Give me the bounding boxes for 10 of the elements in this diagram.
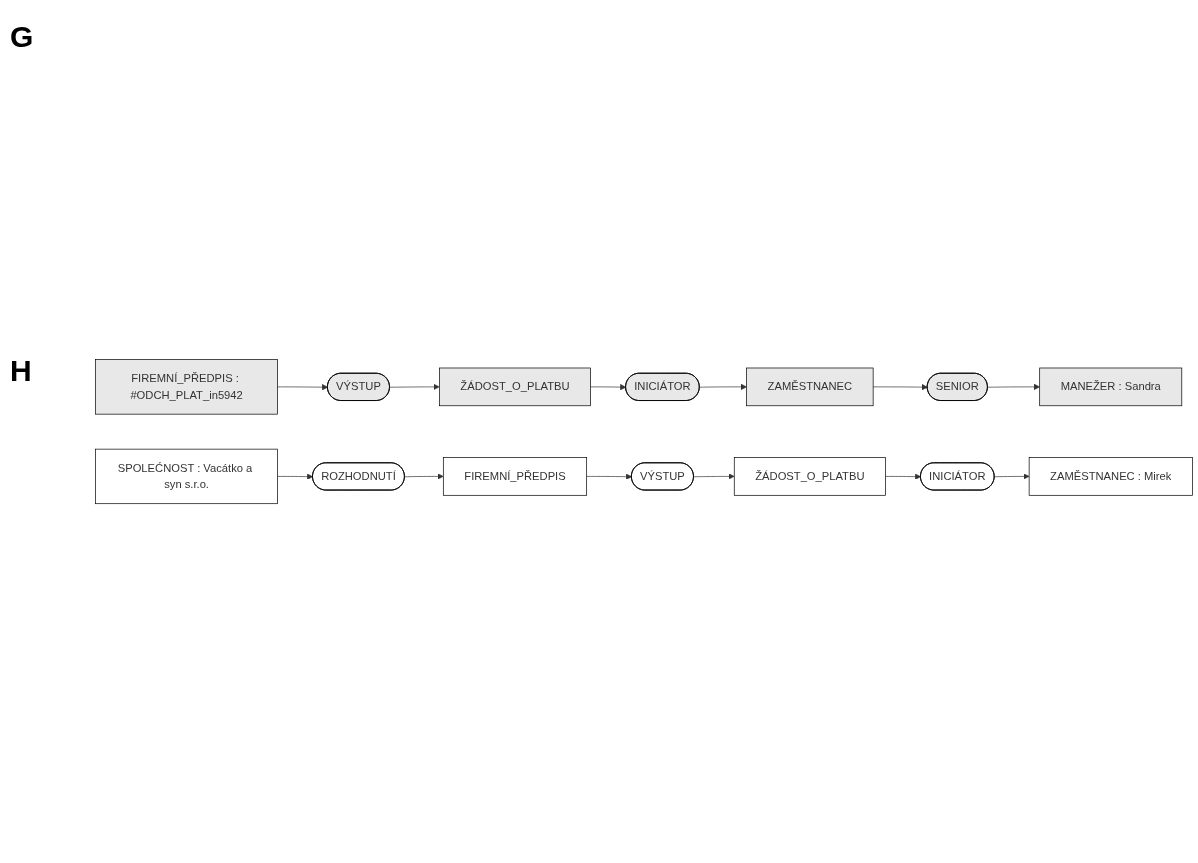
- node-box: ŽÁDOST_O_PLATBU: [733, 457, 886, 496]
- section-letter: G: [10, 20, 35, 54]
- node-box: ŽÁDOST_O_PLATBU: [439, 367, 591, 406]
- node-box: MANEŽER : Sandra: [1039, 367, 1183, 406]
- node-box: FIREMNÍ_PŘEDPIS : #ODCH_PLAT_in5942: [95, 359, 278, 415]
- section-letter: H: [10, 354, 33, 388]
- node-box: ZAMĚSTNANEC: [746, 367, 874, 406]
- node-box: SPOLEĆNOST : Vacátko a syn s.r.o.: [95, 448, 278, 504]
- node-box: ZAMĚSTNANEC : Mirek: [1028, 457, 1193, 496]
- node-box: FIREMNÍ_PŘEDPIS: [442, 457, 587, 496]
